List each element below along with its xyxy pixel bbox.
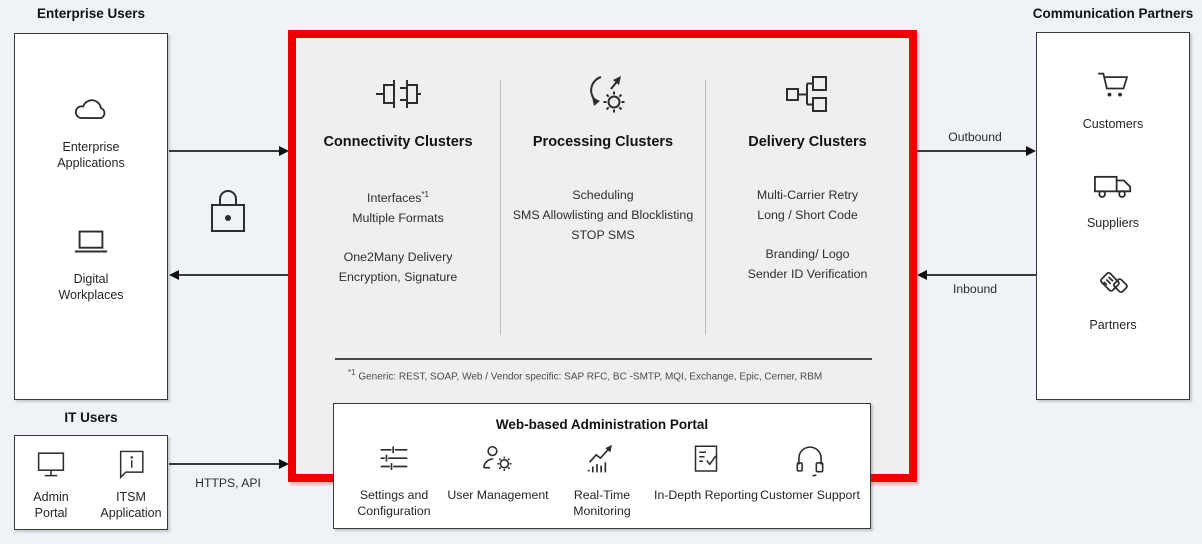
footnote-marker: *1: [421, 190, 429, 199]
report-check-icon: [694, 445, 718, 472]
arrowhead-left-icon: [917, 270, 927, 280]
truck-icon: [1093, 175, 1132, 198]
digital-workplaces-item: Digital Workplaces: [15, 223, 167, 303]
headset-icon: [796, 446, 824, 477]
https-api-label: HTTPS, API: [195, 476, 261, 490]
sliders-icon: [380, 446, 408, 470]
feature-line: STOP SMS: [571, 228, 635, 242]
monitoring-chart-icon: [587, 444, 612, 473]
settings-configuration-item: Settings and Configuration: [342, 440, 446, 519]
real-time-monitoring-item: Real-Time Monitoring: [550, 440, 654, 519]
inbound-label: Inbound: [952, 282, 998, 296]
monitor-icon: [37, 452, 65, 477]
admin-portal-title: Web-based Administration Portal: [495, 417, 709, 432]
arrowhead-right-icon: [279, 146, 289, 156]
feature-line: Scheduling: [572, 188, 634, 202]
communication-partners-title: Communication Partners: [1032, 6, 1194, 21]
arrow-enterprise-to-platform: [169, 150, 279, 152]
communication-partners-box: Customers Suppliers Partners: [1036, 32, 1190, 400]
arrowhead-right-icon: [279, 459, 289, 469]
enterprise-users-title: Enterprise Users: [36, 6, 146, 21]
itsm-application-item: ITSM Application: [98, 447, 164, 521]
feature-line: One2Many Delivery: [343, 250, 453, 265]
connectors-icon: [376, 80, 421, 108]
enterprise-applications-label: Enterprise Applications: [57, 140, 125, 170]
partners-item: Partners: [1089, 264, 1137, 334]
customer-support-item: Customer Support: [758, 440, 862, 519]
suppliers-label: Suppliers: [1086, 215, 1140, 230]
suppliers-item: Suppliers: [1087, 166, 1139, 232]
feature-line: Multiple Formats: [352, 211, 444, 226]
process-gear-icon: [590, 76, 625, 113]
feature-line: Branding/ Logo: [765, 247, 850, 261]
footnote-divider: [335, 358, 872, 360]
lock-icon: [211, 190, 245, 232]
outbound-label: Outbound: [948, 130, 1002, 144]
processing-cluster: Processing Clusters Scheduling SMS Allow…: [501, 38, 705, 245]
arrowhead-left-icon: [169, 270, 179, 280]
admin-portal-item: Admin Portal: [18, 447, 84, 521]
connectivity-cluster: Connectivity Clusters Interfaces*1 Multi…: [296, 38, 500, 287]
cluster-title: Processing Clusters: [532, 134, 674, 150]
it-users-box: Admin Portal ITSM Application: [14, 435, 168, 530]
cart-icon: [1098, 72, 1129, 97]
arrow-it-to-platform: [169, 463, 279, 465]
column-divider: [500, 80, 501, 335]
laptop-icon: [74, 230, 108, 253]
chat-info-icon: [119, 450, 144, 480]
footnote-marker: *1: [348, 368, 356, 377]
feature-line: Multi-Carrier Retry: [756, 188, 859, 202]
delivery-cluster: Delivery Clusters Multi-Carrier Retry Lo…: [706, 38, 909, 284]
enterprise-users-box: Enterprise Applications Digital Workplac…: [14, 33, 168, 400]
arrow-inbound: [927, 274, 1036, 276]
handshake-icon: [1100, 272, 1128, 294]
it-users-title: IT Users: [64, 410, 118, 425]
user-gear-icon: [482, 445, 512, 471]
feature-line: Encryption, Signature: [338, 270, 458, 285]
feature-line: SMS Allowlisting and Blocklisting: [512, 208, 694, 222]
column-divider: [705, 80, 706, 335]
user-management-item: User Management: [446, 440, 550, 519]
footnote: *1 Generic: REST, SOAP, Web / Vendor spe…: [348, 368, 823, 383]
in-depth-reporting-item: In-Depth Reporting: [654, 440, 758, 519]
admin-portal-label: Admin Portal: [33, 490, 69, 520]
partners-label: Partners: [1089, 318, 1137, 332]
feature-line: Long / Short Code: [757, 208, 858, 222]
cloud-icon: [75, 99, 106, 119]
digital-workplaces-label: Digital Workplaces: [58, 272, 124, 302]
customers-label: Customers: [1082, 117, 1144, 131]
arrowhead-right-icon: [1026, 146, 1036, 156]
arrow-platform-to-enterprise: [179, 274, 288, 276]
admin-portal-box: Web-based Administration Portal Settings…: [333, 403, 871, 529]
feature-line: Sender ID Verification: [747, 267, 868, 281]
feature-line: Interfaces*1: [367, 190, 429, 206]
enterprise-applications-item: Enterprise Applications: [15, 89, 167, 171]
arrow-outbound: [917, 150, 1027, 152]
itsm-application-label: ITSM Application: [100, 490, 162, 520]
cluster-title: Connectivity Clusters: [323, 134, 473, 150]
cluster-title: Delivery Clusters: [748, 134, 867, 150]
customers-item: Customers: [1083, 65, 1143, 133]
node-tree-icon: [785, 76, 827, 112]
